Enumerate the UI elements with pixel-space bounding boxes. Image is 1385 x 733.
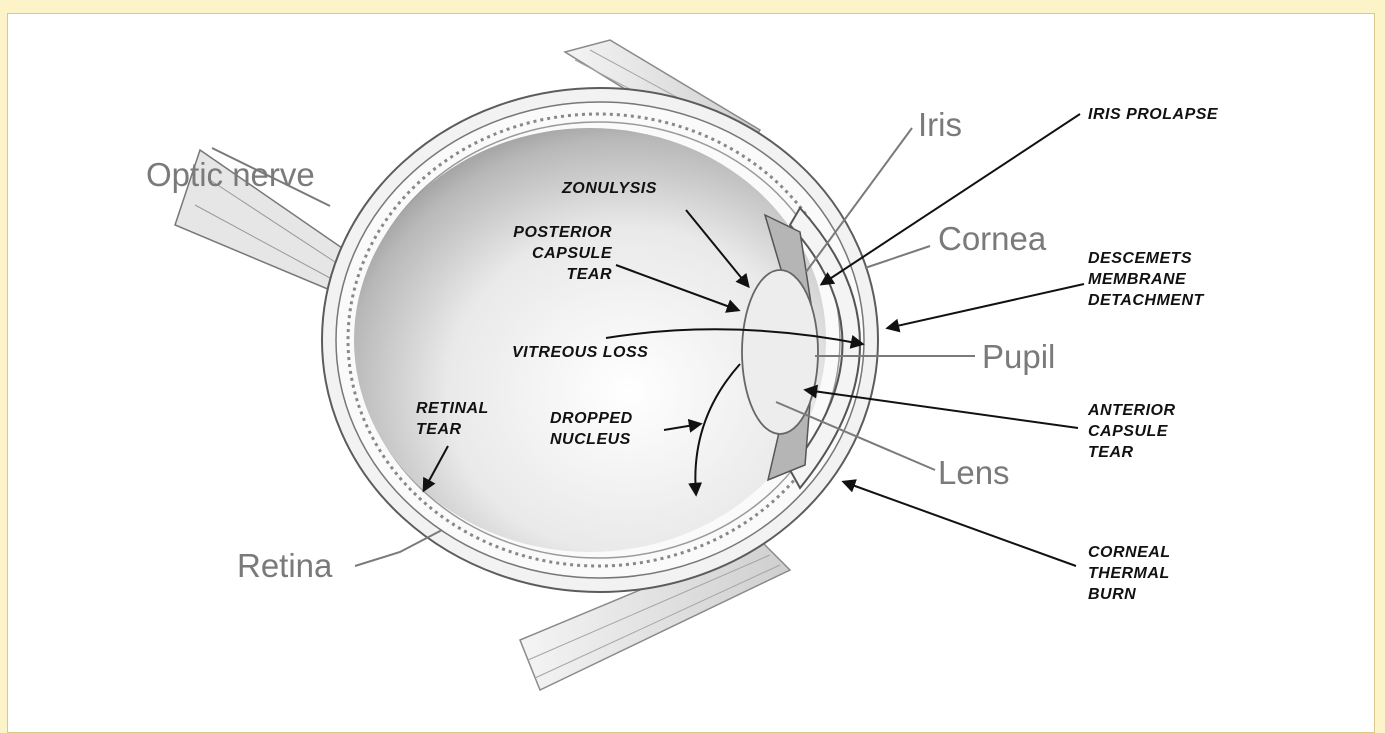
optic-nerve-label: Optic nerve [146, 158, 315, 191]
iris-label: Iris [918, 108, 962, 141]
corneal-thermal-burn-arrow [844, 482, 1076, 566]
anterior-capsule-tear-label: ANTERIOR CAPSULE TEAR [1088, 400, 1176, 463]
zonulysis-label: ZONULYSIS [562, 178, 657, 199]
retinal-tear-label: RETINAL TEAR [416, 398, 489, 440]
descemets-membrane-detachment-label: DESCEMETS MEMBRANE DETACHMENT [1088, 248, 1204, 311]
lens-label: Lens [938, 456, 1010, 489]
posterior-capsule-tear-label: POSTERIOR CAPSULE TEAR [466, 222, 612, 285]
vitreous-loss-label: VITREOUS LOSS [512, 342, 648, 363]
iris-prolapse-label: IRIS PROLAPSE [1088, 104, 1218, 125]
cornea-label: Cornea [938, 222, 1046, 255]
descemets-detachment-arrow [888, 284, 1084, 328]
dropped-nucleus-label: DROPPED NUCLEUS [550, 408, 633, 450]
corneal-thermal-burn-label: CORNEAL THERMAL BURN [1088, 542, 1171, 605]
pupil-label: Pupil [982, 340, 1055, 373]
retina-label: Retina [237, 549, 332, 582]
lens-illustration [742, 270, 818, 434]
